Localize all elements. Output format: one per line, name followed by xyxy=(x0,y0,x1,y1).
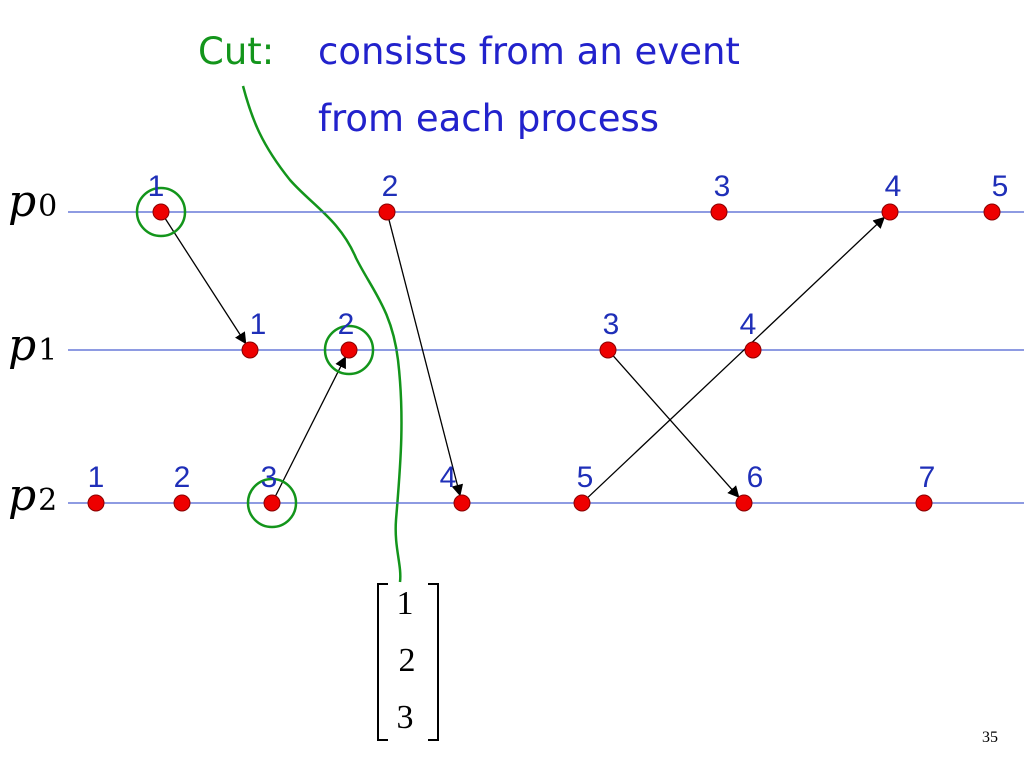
process-label-p0: p0 xyxy=(8,176,57,227)
event-p0-e2 xyxy=(378,203,396,221)
event-label-p1-e2: 2 xyxy=(338,308,355,341)
event-label-p0-e3: 3 xyxy=(714,170,731,203)
cut-vector: 1 2 3 xyxy=(377,583,439,741)
events xyxy=(87,203,1001,512)
message-p2-e3-to-p1-e2 xyxy=(274,356,346,498)
cut-vector-entry-2: 3 xyxy=(397,699,414,736)
process-label-p1: p1 xyxy=(8,320,57,371)
event-p2-e1 xyxy=(87,494,105,512)
event-p0-e5 xyxy=(983,203,1001,221)
event-label-p2-e3: 3 xyxy=(261,461,278,494)
event-p2-e5 xyxy=(573,494,591,512)
event-p1-e2 xyxy=(340,341,358,359)
message-p0-e2-to-p2-e4 xyxy=(388,218,464,497)
event-label-p0-e5: 5 xyxy=(992,170,1009,203)
event-label-p1-e4: 4 xyxy=(740,308,757,341)
event-p2-e3 xyxy=(263,494,281,512)
event-p2-e2 xyxy=(173,494,191,512)
event-label-p2-e4: 4 xyxy=(440,461,457,494)
message-p2-e5-to-p0-e4 xyxy=(586,216,886,499)
event-p0-e1 xyxy=(152,203,170,221)
cut-vector-entry-1: 2 xyxy=(399,642,416,679)
messages xyxy=(164,216,886,499)
cut-circle-p1-e2 xyxy=(323,324,375,376)
event-label-p2-e5: 5 xyxy=(577,461,594,494)
process-labels: p0 1 2 3 4 5 p1 1 2 3 4 p2 1 2 3 4 5 6 7 xyxy=(8,170,1008,521)
event-p2-e6 xyxy=(735,494,753,512)
cut-label: Cut: xyxy=(198,30,274,73)
event-p1-e1 xyxy=(241,341,259,359)
event-label-p0-e2: 2 xyxy=(382,170,399,203)
event-p0-e3 xyxy=(710,203,728,221)
title-line-1: consists from an event xyxy=(318,30,740,73)
event-p0-e4 xyxy=(881,203,899,221)
event-p1-e3 xyxy=(599,341,617,359)
page-number: 35 xyxy=(982,729,998,746)
event-label-p1-e3: 3 xyxy=(603,308,620,341)
message-p1-e3-to-p2-e6 xyxy=(612,354,740,498)
left-bracket xyxy=(377,583,388,741)
event-p2-e4 xyxy=(453,494,471,512)
cut-vector-entry-0: 1 xyxy=(397,585,414,622)
event-label-p2-e1: 1 xyxy=(88,461,105,494)
right-bracket xyxy=(428,583,439,741)
event-label-p2-e2: 2 xyxy=(174,461,191,494)
event-label-p2-e6: 6 xyxy=(747,461,764,494)
message-p0-e1-to-p1-e1 xyxy=(164,217,247,345)
process-label-p2: p2 xyxy=(8,470,57,521)
event-label-p0-e4: 4 xyxy=(885,170,902,203)
event-p2-e7 xyxy=(915,494,933,512)
event-p1-e4 xyxy=(744,341,762,359)
title-line-2: from each process xyxy=(318,97,659,140)
cut-circle-p0-e1 xyxy=(135,186,187,238)
cut-curve xyxy=(241,85,403,583)
timelines xyxy=(68,211,1024,504)
cut-circle-p2-e3 xyxy=(246,477,298,529)
cut-circles xyxy=(135,186,375,529)
event-label-p2-e7: 7 xyxy=(919,461,936,494)
event-label-p0-e1: 1 xyxy=(148,170,165,203)
event-label-p1-e1: 1 xyxy=(250,308,267,341)
